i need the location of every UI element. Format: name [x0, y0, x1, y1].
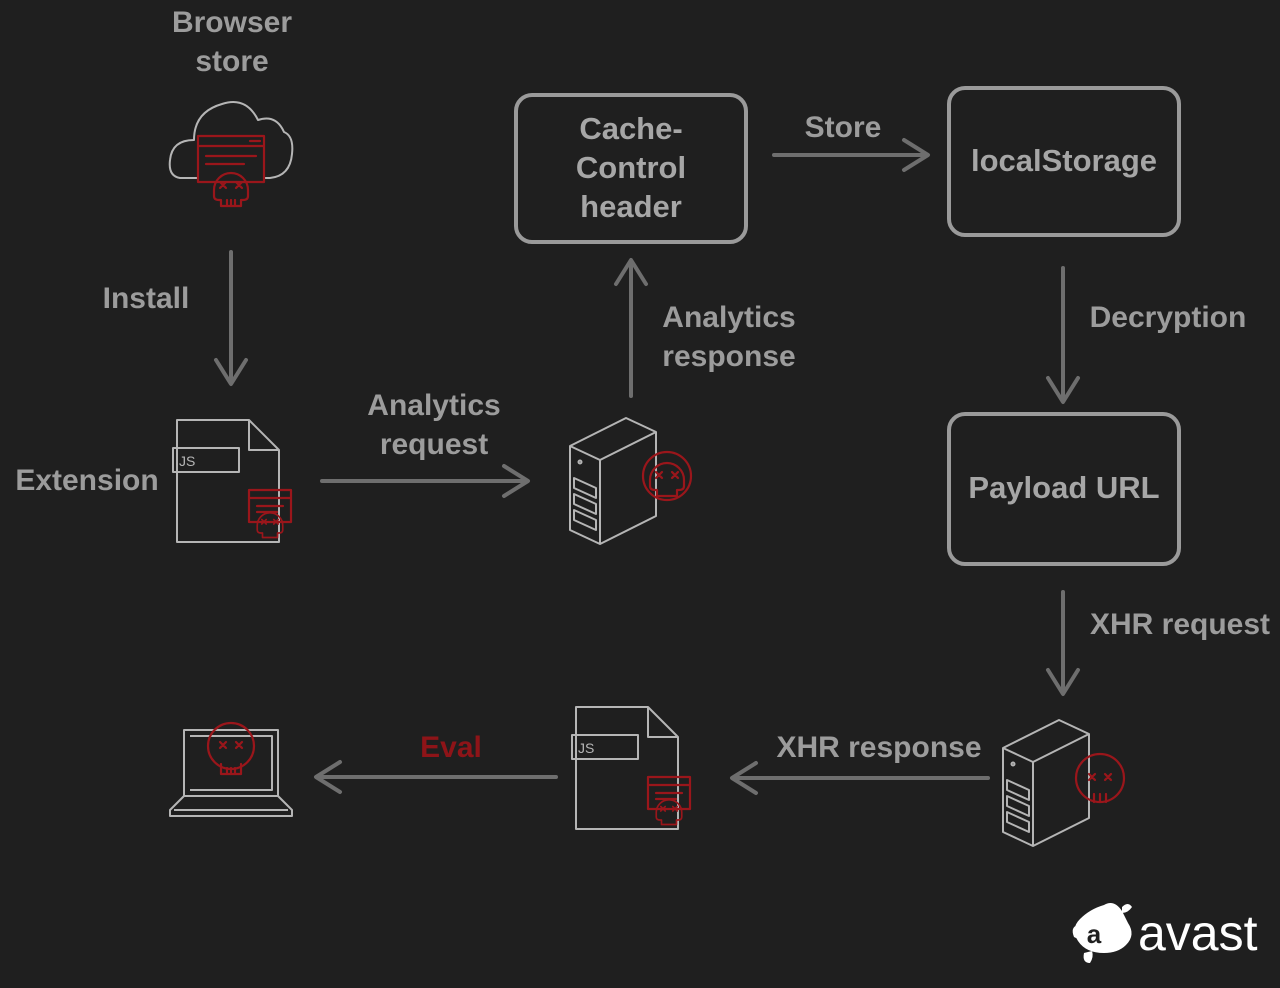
install-label: Install — [103, 282, 190, 315]
xhr-response-arrow — [730, 761, 990, 795]
js-file-malicious-icon: JS — [570, 705, 692, 831]
store-label: Store — [805, 111, 882, 144]
local-storage-box: localStorage — [947, 86, 1181, 237]
cache-control-header-box: Cache- Control header — [514, 93, 748, 244]
payload-url-box: Payload URL — [947, 412, 1181, 566]
avast-logo-icon: a — [1072, 903, 1132, 963]
malicious-server-icon — [569, 417, 693, 545]
svg-text:a: a — [1087, 919, 1102, 949]
js-file-malicious-icon: JS — [171, 418, 293, 544]
eval-label: Eval — [420, 731, 482, 764]
xhr-request-label: XHR request — [1090, 608, 1270, 641]
extension-label: Extension — [15, 464, 158, 497]
xhr-response-label: XHR response — [776, 731, 981, 764]
js-badge: JS — [578, 740, 594, 756]
browser-store-label-line1: Browser — [172, 6, 292, 39]
payload-url-label: Payload URL — [968, 470, 1159, 505]
analytics-request-label-line1: Analytics — [367, 389, 500, 422]
infected-laptop-icon — [169, 721, 293, 817]
js-badge: JS — [179, 453, 195, 469]
cache-control-line2: Control — [576, 150, 686, 185]
cache-control-line1: Cache- — [579, 111, 682, 146]
install-arrow — [214, 250, 248, 386]
malicious-server-icon — [1002, 719, 1126, 847]
cloud-malicious-icon — [168, 101, 294, 208]
brand-name: avast — [1138, 905, 1258, 961]
analytics-request-label-line2: request — [380, 428, 488, 461]
analytics-response-label-line1: Analytics — [662, 301, 795, 334]
browser-store-label-line2: store — [195, 45, 268, 78]
xhr-request-arrow — [1046, 590, 1080, 696]
eval-arrow — [314, 760, 558, 794]
analytics-response-arrow — [614, 258, 648, 398]
store-arrow — [772, 138, 930, 172]
cache-control-line3: header — [580, 189, 682, 224]
decryption-arrow — [1046, 266, 1080, 404]
analytics-request-arrow — [320, 464, 530, 498]
analytics-response-label-line2: response — [662, 340, 795, 373]
local-storage-label: localStorage — [971, 143, 1157, 178]
decryption-label: Decryption — [1090, 301, 1247, 334]
